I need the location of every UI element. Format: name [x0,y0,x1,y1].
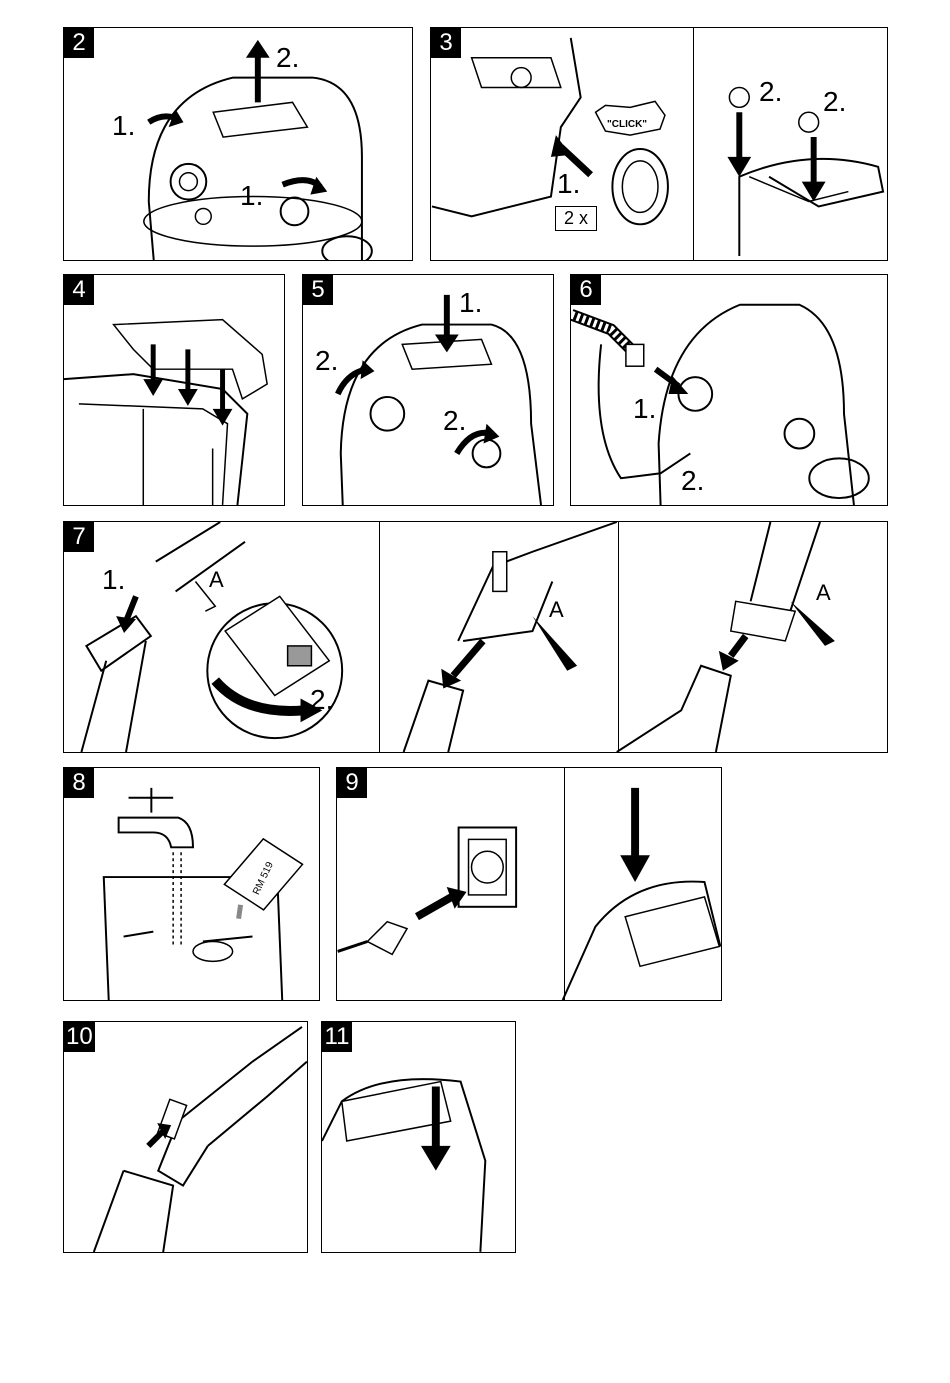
step-label: 2. [823,86,846,118]
vacuum-lid-removal-illustration [64,28,412,260]
figure-number: 3 [431,28,461,58]
figure-5: 5 1. 2. 2. [302,274,554,506]
part-label: A [209,567,224,593]
figure-number: 8 [64,768,94,798]
figure-number: 9 [337,768,367,798]
figure-number: 11 [322,1022,352,1052]
wheel-mount-illustration [431,28,887,260]
hose-connection-illustration [571,275,887,505]
figure-9: 9 [336,767,722,1001]
figure-8: 8 RM 519 [63,767,320,1001]
lid-mounting-illustration [303,275,553,505]
filter-holder-illustration [64,275,284,505]
click-sound-label: "CLICK" [607,119,647,130]
figure-2: 2 2. 1. 1. [63,27,413,261]
figure-10: 10 [63,1021,308,1253]
figure-6: 6 1. 2. [570,274,888,506]
step-label: 2. [443,405,466,437]
figure-number: 7 [64,522,94,552]
step-label: 1. [240,180,263,212]
quantity-label: 2 x [555,206,597,231]
step-label: 2. [276,42,299,74]
step-label: 2. [310,684,333,716]
part-label: A [549,597,564,623]
step-label: 2. [681,465,704,497]
step-label: 2. [315,345,338,377]
power-off-illustration [322,1022,515,1252]
step-label: 1. [102,564,125,596]
figure-7: 7 1. A 2. A A [63,521,888,753]
step-label: 1. [557,168,580,200]
figure-4: 4 [63,274,285,506]
part-label: A [816,580,831,606]
figure-3: 3 "CLICK" 1. 2 x 2. 2. [430,27,888,261]
figure-number: 2 [64,28,94,58]
figure-number: 5 [303,275,333,305]
step-label: 1. [459,287,482,319]
step-label: 1. [112,110,135,142]
plug-in-and-power-on-illustration [337,768,721,1000]
figure-11: 11 [321,1021,516,1253]
fill-water-illustration [64,768,319,1000]
nozzle-attachment-illustration [64,522,887,752]
figure-number: 6 [571,275,601,305]
handle-switch-illustration [64,1022,307,1252]
figure-number: 4 [64,275,94,305]
step-label: 2. [759,76,782,108]
figure-number: 10 [64,1022,95,1052]
step-label: 1. [633,393,656,425]
